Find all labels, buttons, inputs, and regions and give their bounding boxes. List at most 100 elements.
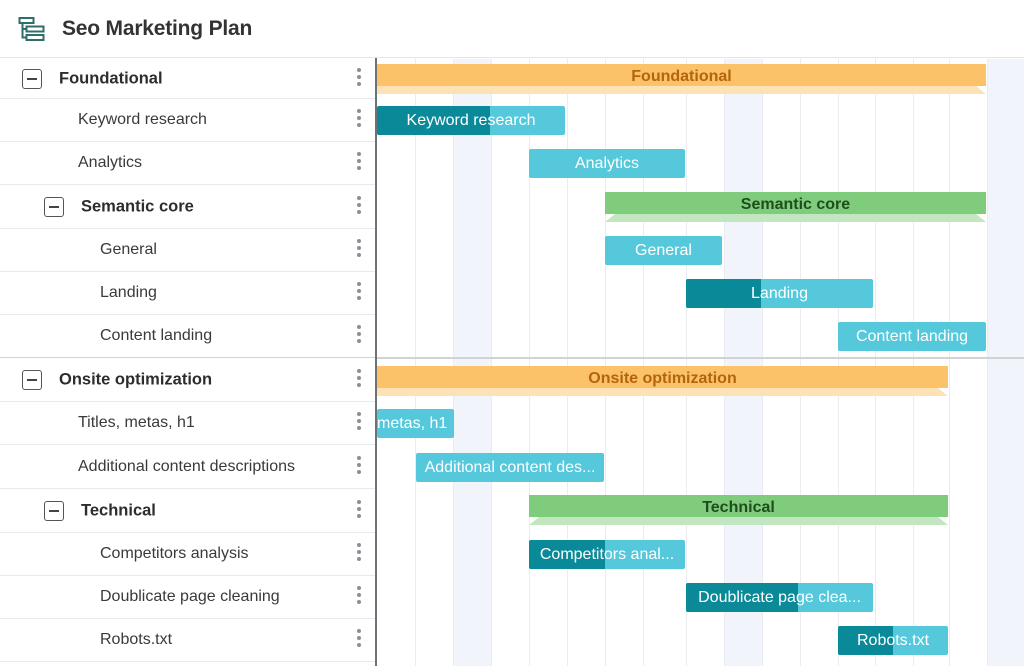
task-row[interactable]: General bbox=[0, 229, 376, 272]
task-bar-label: Robots.txt bbox=[856, 631, 930, 649]
grid-line bbox=[800, 59, 801, 666]
summary-bar-foundational[interactable]: Foundational bbox=[377, 64, 986, 94]
task-bar[interactable]: Analytics bbox=[529, 149, 685, 178]
summary-bar-base bbox=[377, 86, 986, 94]
task-row-technical[interactable]: Technical bbox=[0, 489, 376, 533]
more-options-icon[interactable] bbox=[356, 368, 362, 391]
more-options-icon[interactable] bbox=[356, 455, 362, 478]
summary-bar-fill bbox=[529, 495, 948, 517]
task-bar-label: Content landing bbox=[855, 327, 969, 345]
more-options-icon[interactable] bbox=[356, 629, 362, 651]
collapse-toggle[interactable] bbox=[22, 68, 42, 89]
task-progress bbox=[686, 279, 761, 308]
summary-bar-base bbox=[605, 214, 986, 222]
task-row[interactable]: Competitors analysis bbox=[0, 533, 376, 576]
grid-line bbox=[567, 59, 568, 666]
grid-line bbox=[762, 59, 763, 666]
task-row[interactable]: Keyword research bbox=[0, 99, 376, 142]
task-label: General bbox=[100, 241, 157, 258]
task-progress bbox=[529, 540, 605, 569]
group-separator bbox=[377, 357, 1024, 359]
task-bar[interactable]: Competitors anal... bbox=[529, 540, 685, 569]
more-options-icon[interactable] bbox=[356, 586, 362, 608]
more-options-icon[interactable] bbox=[356, 152, 362, 174]
grid-line bbox=[453, 59, 454, 666]
collapse-toggle[interactable] bbox=[44, 500, 64, 521]
task-row-foundational[interactable]: Foundational bbox=[0, 59, 376, 99]
grid-line bbox=[643, 59, 644, 666]
grid-line bbox=[724, 59, 725, 666]
task-bar[interactable]: Landing bbox=[686, 279, 873, 308]
summary-bar-semantic-core[interactable]: Semantic core bbox=[605, 192, 986, 222]
collapse-toggle[interactable] bbox=[44, 196, 64, 217]
task-label: Keyword research bbox=[78, 111, 207, 128]
summary-bar-label: Foundational bbox=[631, 68, 732, 85]
grid-line bbox=[529, 59, 530, 666]
task-row[interactable]: Additional content descriptions bbox=[0, 445, 376, 489]
task-label: Onsite optimization bbox=[59, 370, 213, 388]
task-row[interactable]: Doublicate page cleaning bbox=[0, 576, 376, 619]
task-progress bbox=[686, 583, 798, 612]
weekend-column bbox=[724, 59, 762, 666]
grid-line bbox=[415, 59, 416, 666]
task-bar-label: Keyword research bbox=[406, 111, 536, 129]
task-label: Doublicate page cleaning bbox=[100, 588, 280, 605]
more-options-icon[interactable] bbox=[356, 109, 362, 131]
more-options-icon[interactable] bbox=[356, 239, 362, 261]
task-progress bbox=[377, 106, 490, 135]
task-bar[interactable]: Keyword research bbox=[377, 106, 565, 135]
task-bar-label: Competitors anal... bbox=[539, 545, 675, 563]
task-bar[interactable]: Robots.txt bbox=[838, 626, 948, 655]
task-label: Robots.txt bbox=[100, 631, 173, 648]
collapse-toggle[interactable] bbox=[22, 369, 42, 390]
task-bar[interactable]: General bbox=[605, 236, 722, 265]
summary-bar-fill bbox=[605, 192, 986, 214]
task-row-onsite-optimization[interactable]: Onsite optimization bbox=[0, 358, 376, 402]
task-label: Titles, metas, h1 bbox=[78, 414, 195, 431]
page-title: Seo Marketing Plan bbox=[62, 17, 253, 40]
more-options-icon[interactable] bbox=[356, 543, 362, 565]
task-label: Semantic core bbox=[81, 197, 194, 215]
task-progress bbox=[838, 626, 893, 655]
summary-bar-label: Technical bbox=[702, 499, 775, 516]
task-bar-label: Additional content des... bbox=[424, 458, 596, 476]
task-bar[interactable]: Doublicate page clea... bbox=[686, 583, 873, 612]
more-options-icon[interactable] bbox=[356, 499, 362, 522]
task-row-semantic-core[interactable]: Semantic core bbox=[0, 185, 376, 229]
gantt-chart: Foundational Keyword research Analytics … bbox=[377, 59, 1024, 666]
header: Seo Marketing Plan bbox=[0, 0, 1024, 58]
task-label: Analytics bbox=[78, 154, 143, 171]
more-options-icon[interactable] bbox=[356, 325, 362, 347]
task-row[interactable]: Landing bbox=[0, 272, 376, 315]
more-options-icon[interactable] bbox=[356, 412, 362, 434]
summary-bar-technical[interactable]: Technical bbox=[529, 495, 948, 525]
task-label: Content landing bbox=[100, 327, 213, 344]
task-bar-label: General bbox=[635, 241, 692, 259]
grid-line bbox=[605, 59, 606, 666]
more-options-icon[interactable] bbox=[356, 282, 362, 304]
task-bar[interactable]: metas, h1 bbox=[377, 409, 454, 438]
task-row[interactable]: Robots.txt bbox=[0, 619, 376, 662]
task-bar[interactable]: Content landing bbox=[838, 322, 986, 351]
summary-bar-base bbox=[377, 388, 948, 396]
summary-bar-onsite-optimization[interactable]: Onsite optimization bbox=[377, 366, 948, 396]
task-bar-label: Analytics bbox=[574, 154, 640, 172]
grid-line bbox=[491, 59, 492, 666]
summary-bar-base bbox=[529, 517, 948, 525]
task-label: Foundational bbox=[59, 69, 163, 87]
panel-divider[interactable] bbox=[375, 58, 377, 666]
grid-line bbox=[686, 59, 687, 666]
task-label: Competitors analysis bbox=[100, 545, 249, 562]
weekend-column bbox=[453, 59, 491, 666]
weekend-column bbox=[987, 59, 1024, 666]
task-row[interactable]: Titles, metas, h1 bbox=[0, 402, 376, 445]
task-row[interactable]: Content landing bbox=[0, 315, 376, 358]
grid-line bbox=[913, 59, 914, 666]
task-row[interactable]: Analytics bbox=[0, 142, 376, 185]
grid-line bbox=[875, 59, 876, 666]
summary-bar-fill bbox=[377, 366, 948, 388]
task-label: Technical bbox=[81, 501, 156, 519]
task-bar[interactable]: Additional content des... bbox=[416, 453, 604, 482]
more-options-icon[interactable] bbox=[356, 67, 362, 90]
more-options-icon[interactable] bbox=[356, 195, 362, 218]
